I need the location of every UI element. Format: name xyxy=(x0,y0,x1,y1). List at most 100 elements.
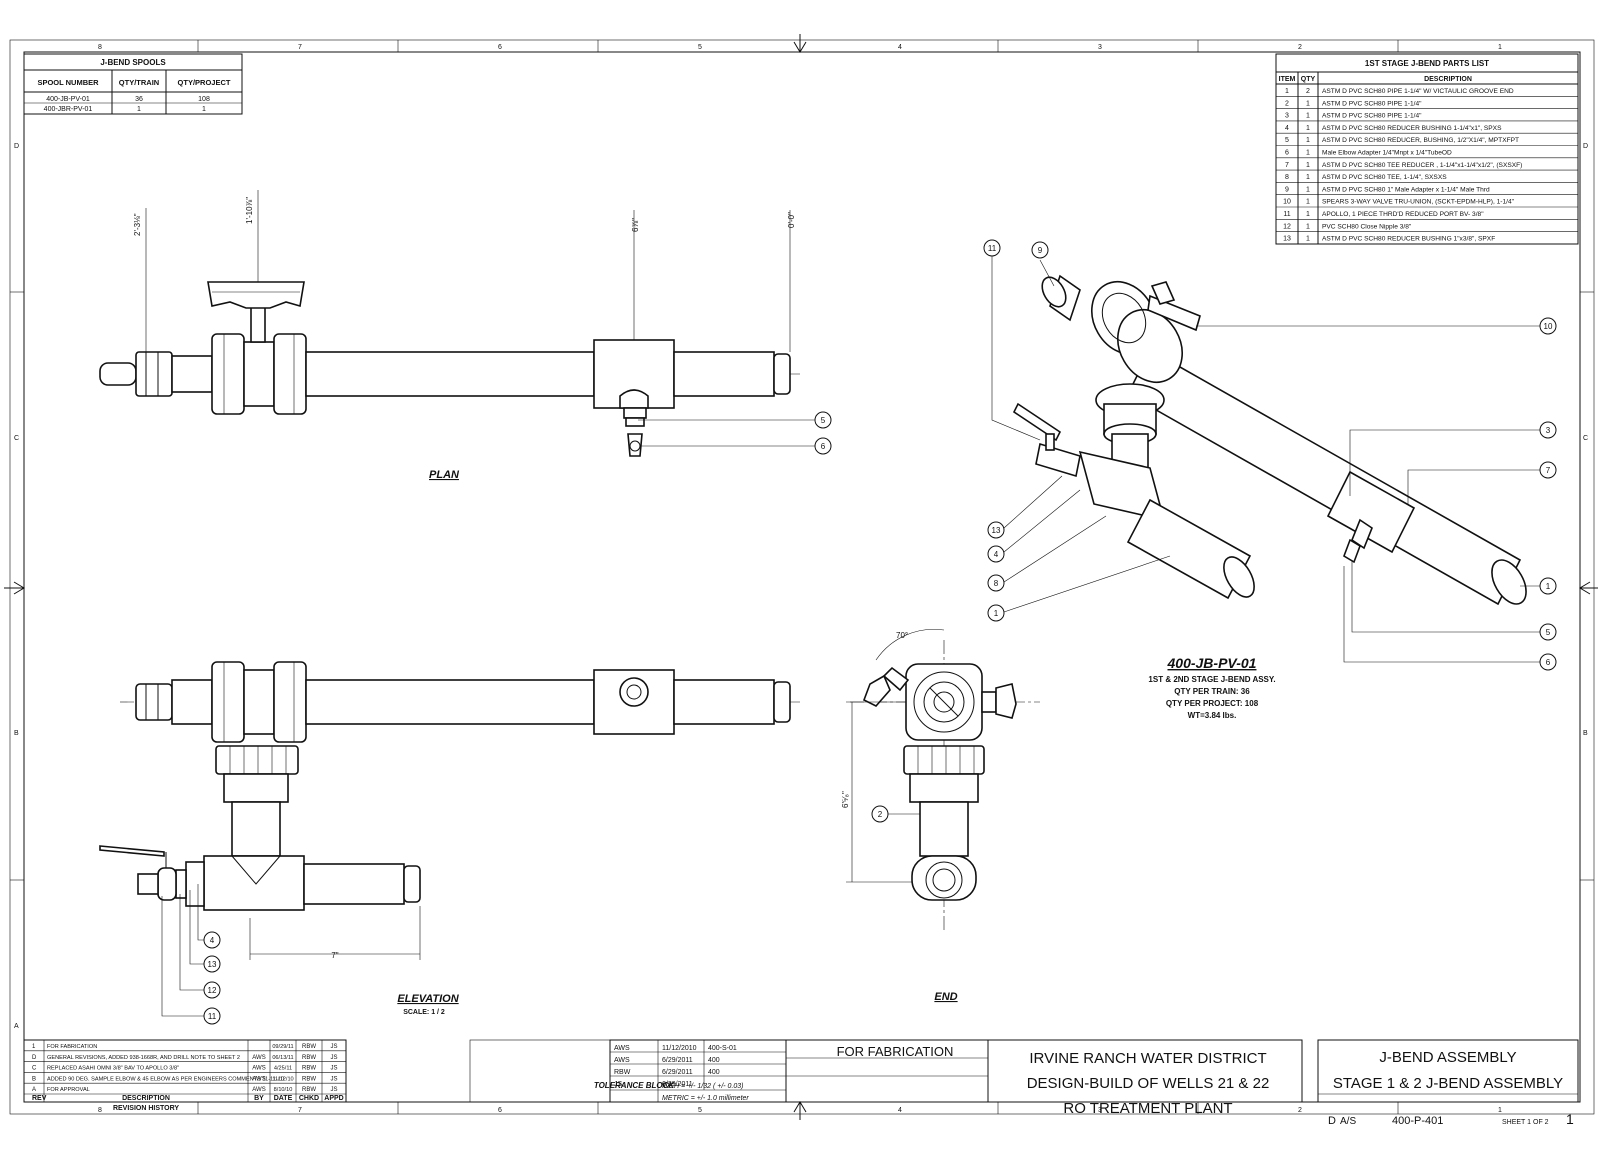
rev-by: AWS xyxy=(252,1055,265,1061)
parts-item: 11 xyxy=(1283,211,1290,218)
parts-item: 6 xyxy=(1285,150,1289,157)
zone-num: 3 xyxy=(1098,44,1102,51)
rev-header: DESCRIPTION xyxy=(122,1095,170,1102)
rev-header: BY xyxy=(254,1095,264,1102)
assembly-desc: 1ST & 2ND STAGE J-BEND ASSY. xyxy=(1148,675,1275,684)
rev-date: 8/10/10 xyxy=(274,1087,293,1093)
balloon-label: 1 xyxy=(1546,582,1551,591)
plan-dim-tee: 6⅞" xyxy=(631,218,640,232)
balloon-label: 11 xyxy=(988,244,997,253)
spools-cell: 400-JB-PV-01 xyxy=(46,96,90,103)
balloon-label: 5 xyxy=(821,416,826,425)
rev-appd: JS xyxy=(330,1087,337,1093)
rev-by: AWS xyxy=(252,1066,265,1072)
parts-header: QTY xyxy=(1301,76,1316,83)
parts-qty: 1 xyxy=(1306,174,1310,181)
rev-by: AWS xyxy=(252,1076,265,1082)
zone-letter: B xyxy=(1583,730,1588,737)
balloon-label: 7 xyxy=(1546,466,1551,475)
parts-description: Male Elbow Adapter 1/4"Mnpt x 1/4"TubeOD xyxy=(1322,150,1452,157)
rev-description: ADDED 90 DEG. SAMPLE ELBOW & 45 ELBOW AS… xyxy=(47,1076,284,1082)
zone-num: 4 xyxy=(898,1107,902,1114)
parts-qty: 1 xyxy=(1306,137,1310,144)
parts-description: ASTM D PVC SCH80 1" Male Adapter x 1-1/4… xyxy=(1322,186,1490,193)
balloon-label: 10 xyxy=(1544,322,1553,331)
rev-chkd: RBW xyxy=(302,1076,316,1082)
plan-dim-left: 2'-3⅛" xyxy=(133,213,142,236)
balloon-label: 8 xyxy=(994,579,999,588)
project-line-3: RO TREATMENT PLANT xyxy=(1063,1100,1232,1117)
zone-letters-right: D C B xyxy=(1583,143,1588,737)
rev-header: APPD xyxy=(324,1095,343,1102)
tolerance-inch: INCH = +/- 1/32 ( +/- 0.03) xyxy=(662,1083,744,1090)
assembly-qty-train: QTY PER TRAIN: 36 xyxy=(1174,687,1250,696)
tolerance-label: TOLERANCE BLOCK xyxy=(594,1081,676,1090)
zone-num: 7 xyxy=(298,1107,302,1114)
rev-date: 06/13/11 xyxy=(272,1055,293,1061)
signoff-date: 6/29/2011 xyxy=(662,1057,693,1064)
parts-item: 8 xyxy=(1285,174,1289,181)
parts-header: DESCRIPTION xyxy=(1424,76,1472,83)
spools-cell: 108 xyxy=(198,96,210,103)
spools-cell: 1 xyxy=(137,106,141,113)
balloon-label: 4 xyxy=(994,550,999,559)
parts-header: ITEM xyxy=(1279,76,1296,83)
parts-description: ASTM D PVC SCH80 PIPE 1-1/4" xyxy=(1322,113,1422,120)
zone-letter: D xyxy=(14,143,19,150)
zone-letters-left: D C B A xyxy=(14,143,19,1030)
parts-description: SPEARS 3-WAY VALVE TRU-UNION, (SCKT-EPDM… xyxy=(1322,199,1515,206)
spools-header: SPOOL NUMBER xyxy=(37,78,99,87)
elevation-view: 7" 4 13 12 11 ELEVATION SCALE: 1 / 2 xyxy=(99,661,800,1025)
parts-item: 1 xyxy=(1285,88,1289,95)
parts-list-table: 1ST STAGE J-BEND PARTS LIST ITEM QTY DES… xyxy=(1275,53,1579,245)
rev-header: DATE xyxy=(274,1095,293,1102)
balloon-label: 2 xyxy=(878,810,883,819)
parts-description: ASTM D PVC SCH80 REDUCER BUSHING 1-1/4"x… xyxy=(1322,125,1502,132)
end-view-label: END xyxy=(934,991,957,1003)
drawing-title-2: STAGE 1 & 2 J-BEND ASSEMBLY xyxy=(1333,1075,1563,1092)
rev-chkd: RBW xyxy=(302,1087,316,1093)
rev-header: REV xyxy=(32,1095,47,1102)
plan-view-label: PLAN xyxy=(429,469,460,481)
parts-qty: 1 xyxy=(1306,199,1310,206)
elevation-view-label: ELEVATION xyxy=(397,993,459,1005)
parts-description: ASTM D PVC SCH80 TEE, 1-1/4", SXSXS xyxy=(1322,174,1447,181)
spools-header: QTY/TRAIN xyxy=(119,78,159,87)
rev-description: REPLACED ASAHI OMNI 3/8" BAV TO APOLLO 3… xyxy=(47,1066,179,1072)
rev-by: AWS xyxy=(252,1087,265,1093)
signoff-role: JS xyxy=(614,1081,623,1088)
rev-description: FOR APPROVAL xyxy=(47,1087,90,1093)
rev-letter: A xyxy=(32,1087,36,1093)
zone-num: 7 xyxy=(298,44,302,51)
zone-num: 4 xyxy=(898,44,902,51)
balloon-label: 13 xyxy=(208,960,217,969)
signoff-ref: 400-S-01 xyxy=(708,1045,737,1052)
balloon-label: 11 xyxy=(208,1012,217,1021)
zone-num: 8 xyxy=(98,44,102,51)
parts-qty: 1 xyxy=(1306,236,1310,243)
rev-chkd: RBW xyxy=(302,1044,316,1050)
parts-item: 9 xyxy=(1285,186,1289,193)
parts-qty: 2 xyxy=(1306,88,1310,95)
zone-letter: D xyxy=(1583,143,1588,150)
spools-cell: 36 xyxy=(135,96,143,103)
rev-appd: JS xyxy=(330,1044,337,1050)
rev-letter: 1 xyxy=(32,1044,36,1050)
signoff-date: 6/29/2011 xyxy=(662,1081,693,1088)
status-text: FOR FABRICATION xyxy=(837,1044,954,1059)
parts-description: ASTM D PVC SCH80 REDUCER BUSHING 1"x3/8"… xyxy=(1322,236,1495,243)
assembly-weight: WT=3.84 lbs. xyxy=(1188,711,1237,720)
parts-item: 7 xyxy=(1285,162,1289,169)
spools-header: QTY/PROJECT xyxy=(178,78,231,87)
parts-item: 12 xyxy=(1283,223,1291,230)
balloon-label: 6 xyxy=(821,442,826,451)
signoff-role: AWS xyxy=(614,1057,630,1064)
end-dim-angle: 70° xyxy=(896,631,908,640)
zone-num: 5 xyxy=(698,1107,702,1114)
rev-chkd: RBW xyxy=(302,1055,316,1061)
size-value: D xyxy=(1328,1115,1336,1127)
zone-letter: B xyxy=(14,730,19,737)
